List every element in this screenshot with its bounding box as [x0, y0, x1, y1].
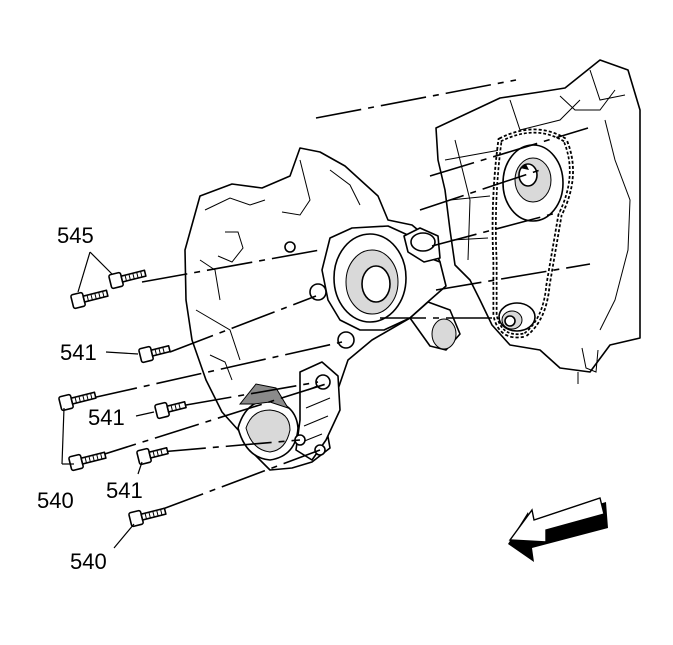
alignment-lines — [91, 79, 591, 511]
callout-540-lower: 540 — [70, 549, 107, 574]
bolt-545-lower — [70, 289, 109, 310]
bolt-541-lower — [136, 446, 169, 466]
callout-541-lower: 541 — [106, 478, 143, 503]
bolt-541-upper — [138, 344, 171, 364]
callout-545: 545 — [57, 223, 94, 248]
engine-block — [435, 59, 641, 384]
bolt-540-lower — [128, 507, 167, 528]
water-pump-housing — [321, 225, 461, 351]
callout-540-upper: 540 — [37, 488, 74, 513]
leader-lines — [61, 251, 155, 549]
camshaft-sprocket — [502, 144, 564, 222]
crankshaft-sprocket — [498, 302, 536, 332]
bolt-541-middle — [154, 400, 187, 420]
callout-541-middle: 541 — [88, 405, 125, 430]
callout-541-upper: 541 — [60, 340, 97, 365]
bolt-545-upper — [108, 269, 147, 290]
forward-arrow-icon — [508, 497, 608, 562]
bolt-540-middle — [68, 451, 107, 472]
timing-chain — [491, 128, 574, 339]
bolt-540-upper — [58, 391, 97, 412]
